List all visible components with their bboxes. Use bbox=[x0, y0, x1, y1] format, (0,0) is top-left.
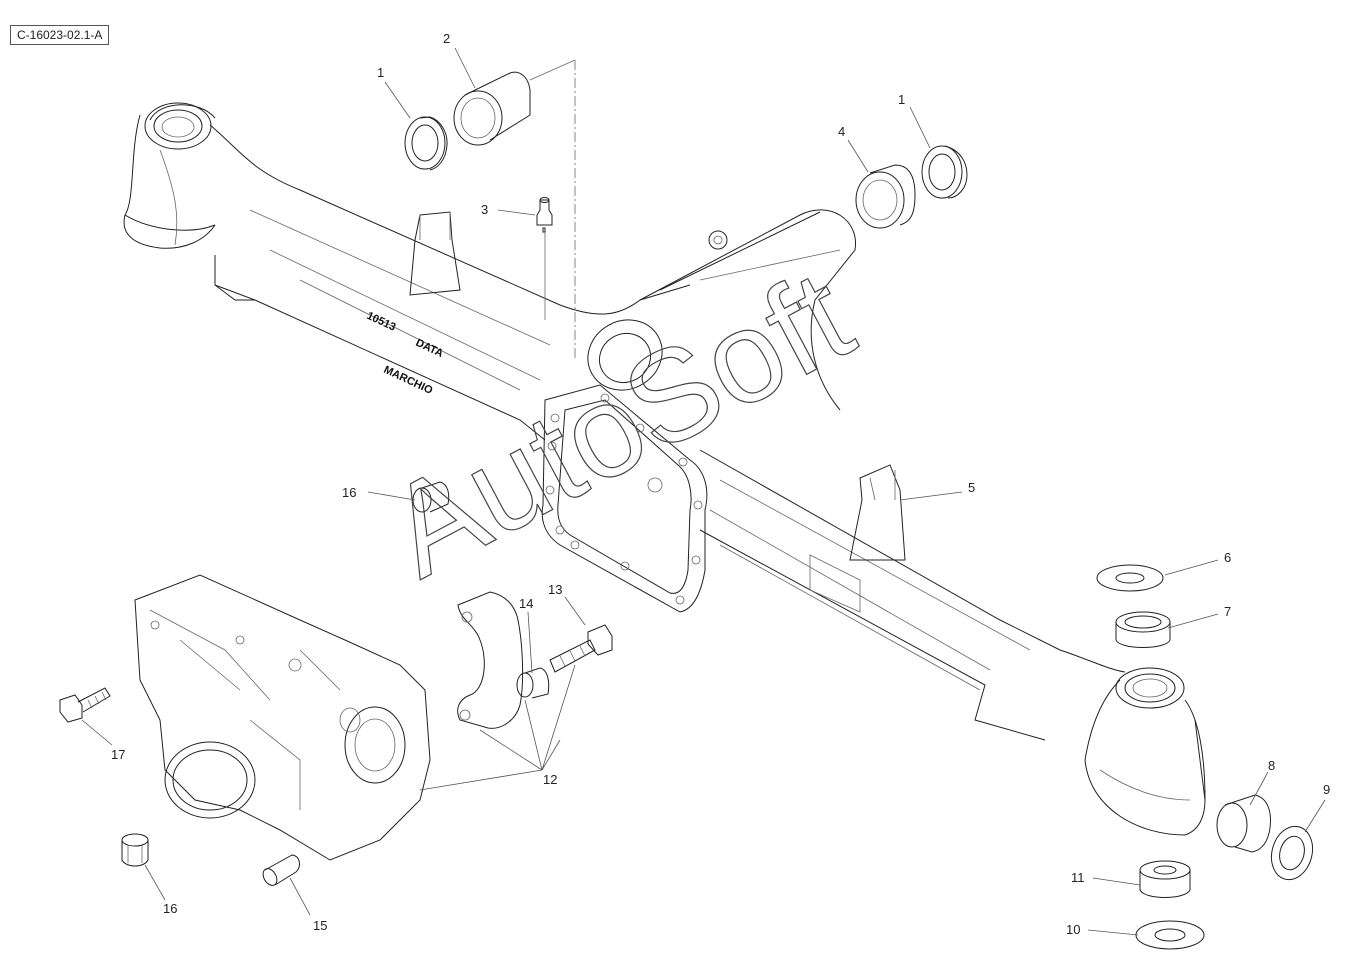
plug-16-lower bbox=[121, 833, 149, 867]
stamp-number: 10513 bbox=[365, 310, 398, 334]
callout-labels: 2 1 1 4 3 5 6 7 8 9 10 11 12 13 14 15 16… bbox=[111, 31, 1330, 937]
callout-14: 14 bbox=[519, 596, 533, 611]
right-pivot-bore bbox=[1115, 667, 1185, 709]
callout-7: 7 bbox=[1224, 604, 1231, 619]
stamp-marchio: MARCHIO bbox=[382, 364, 435, 397]
callout-16-upper: 16 bbox=[342, 485, 356, 500]
stamp-data: DATA bbox=[414, 337, 445, 360]
grease-fitting-3 bbox=[536, 197, 553, 320]
cap-12 bbox=[457, 591, 524, 729]
housing-12 bbox=[134, 574, 431, 861]
pin-15 bbox=[262, 854, 300, 886]
bushing-7 bbox=[1115, 611, 1171, 648]
differential-flange bbox=[541, 384, 708, 613]
callout-6: 6 bbox=[1224, 550, 1231, 565]
left-pivot-bore bbox=[144, 102, 212, 150]
callout-3: 3 bbox=[481, 202, 488, 217]
bolt-17 bbox=[59, 687, 111, 723]
callout-13: 13 bbox=[548, 582, 562, 597]
drawing-code-label: C-16023-02.1-A bbox=[10, 25, 110, 45]
callout-15: 15 bbox=[313, 918, 327, 933]
bushing-2 bbox=[453, 71, 531, 146]
callout-17: 17 bbox=[111, 747, 125, 762]
callout-1-right: 1 bbox=[898, 92, 905, 107]
washer-10 bbox=[1135, 920, 1205, 950]
bushing-4 bbox=[855, 164, 916, 229]
bushing-14 bbox=[516, 667, 550, 699]
callout-1-left: 1 bbox=[377, 65, 384, 80]
seal-9 bbox=[1270, 825, 1314, 881]
callout-11: 11 bbox=[1071, 870, 1085, 885]
callout-12: 12 bbox=[543, 772, 557, 787]
washer-6 bbox=[1096, 564, 1164, 592]
callout-5: 5 bbox=[968, 480, 975, 495]
seal-1-left bbox=[404, 116, 448, 171]
callout-8: 8 bbox=[1268, 758, 1275, 773]
callout-4: 4 bbox=[838, 124, 845, 139]
bushing-11 bbox=[1139, 860, 1191, 898]
leader-lines bbox=[81, 47, 1326, 936]
callout-16-lower: 16 bbox=[163, 901, 177, 916]
callout-10: 10 bbox=[1066, 922, 1080, 937]
seal-1-right bbox=[921, 145, 968, 199]
bushing-8 bbox=[1216, 794, 1271, 853]
axle-beam bbox=[123, 104, 1206, 836]
central-pivot-bore bbox=[587, 230, 728, 391]
bolt-13 bbox=[549, 624, 613, 673]
callout-9: 9 bbox=[1323, 782, 1330, 797]
callout-2: 2 bbox=[443, 31, 450, 46]
